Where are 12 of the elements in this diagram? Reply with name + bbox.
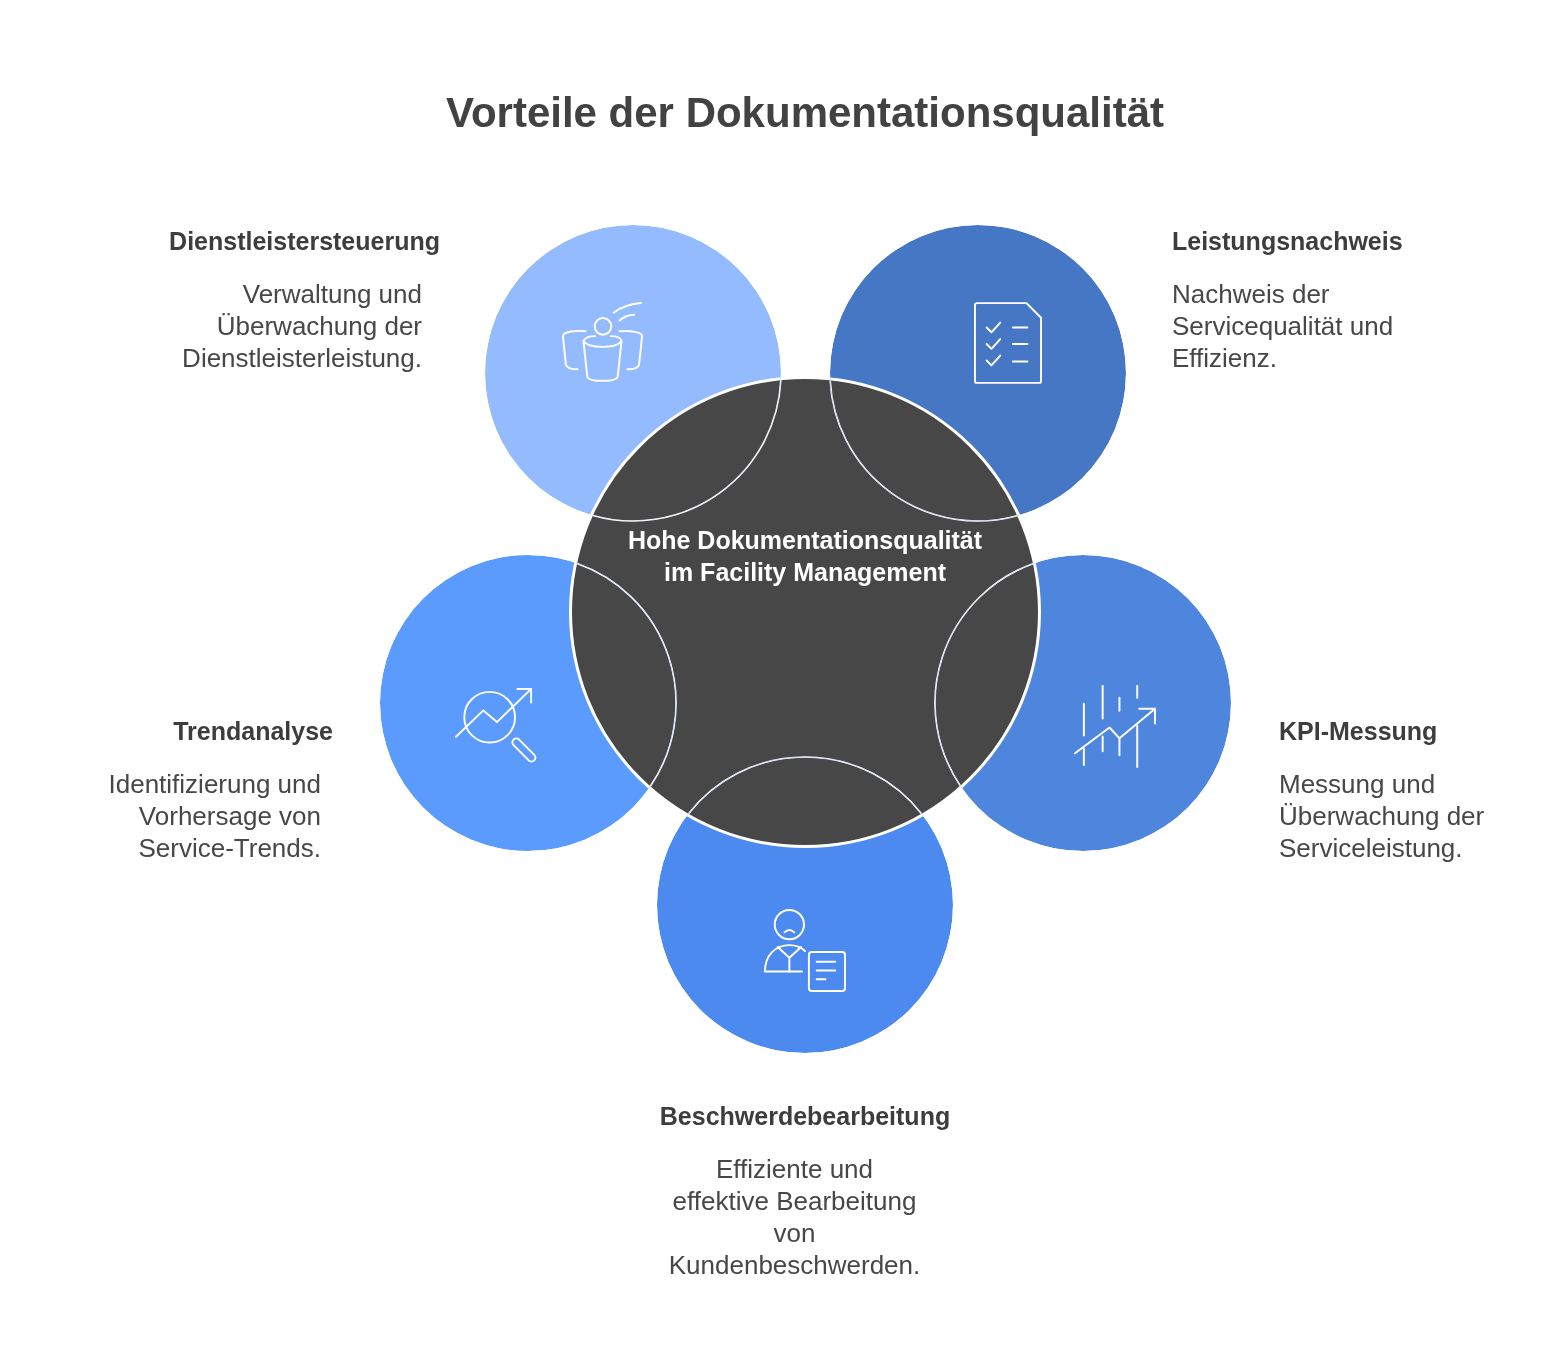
benefit-description: Messung und Überwachung der Serviceleistung. — [1279, 768, 1486, 864]
benefit-heading: Dienstleistersteuerung — [168, 226, 440, 257]
benefit-description: Effiziente und effektive Bearbeitung von Kundenbeschwerden. — [667, 1153, 922, 1281]
benefit-heading: Beschwerdebearbeitung — [658, 1101, 952, 1132]
center-label: Hohe Dokumentationsqualität im Facility Management — [626, 525, 984, 588]
benefit-heading: Leistungsnachweis — [1172, 226, 1404, 257]
benefit-heading: KPI-Messung — [1279, 716, 1439, 747]
benefit-description: Nachweis der Servicequalität und Effizienz. — [1172, 278, 1395, 374]
benefit-heading: Trendanalyse — [172, 716, 333, 747]
benefit-description: Verwaltung und Überwachung der Dienstleisterleistung. — [181, 278, 422, 374]
benefit-description: Identifizierung und Vorhersage von Service-Trends. — [107, 768, 321, 864]
diagram-title: Vorteile der Dokumentationsqualität — [445, 88, 1165, 138]
